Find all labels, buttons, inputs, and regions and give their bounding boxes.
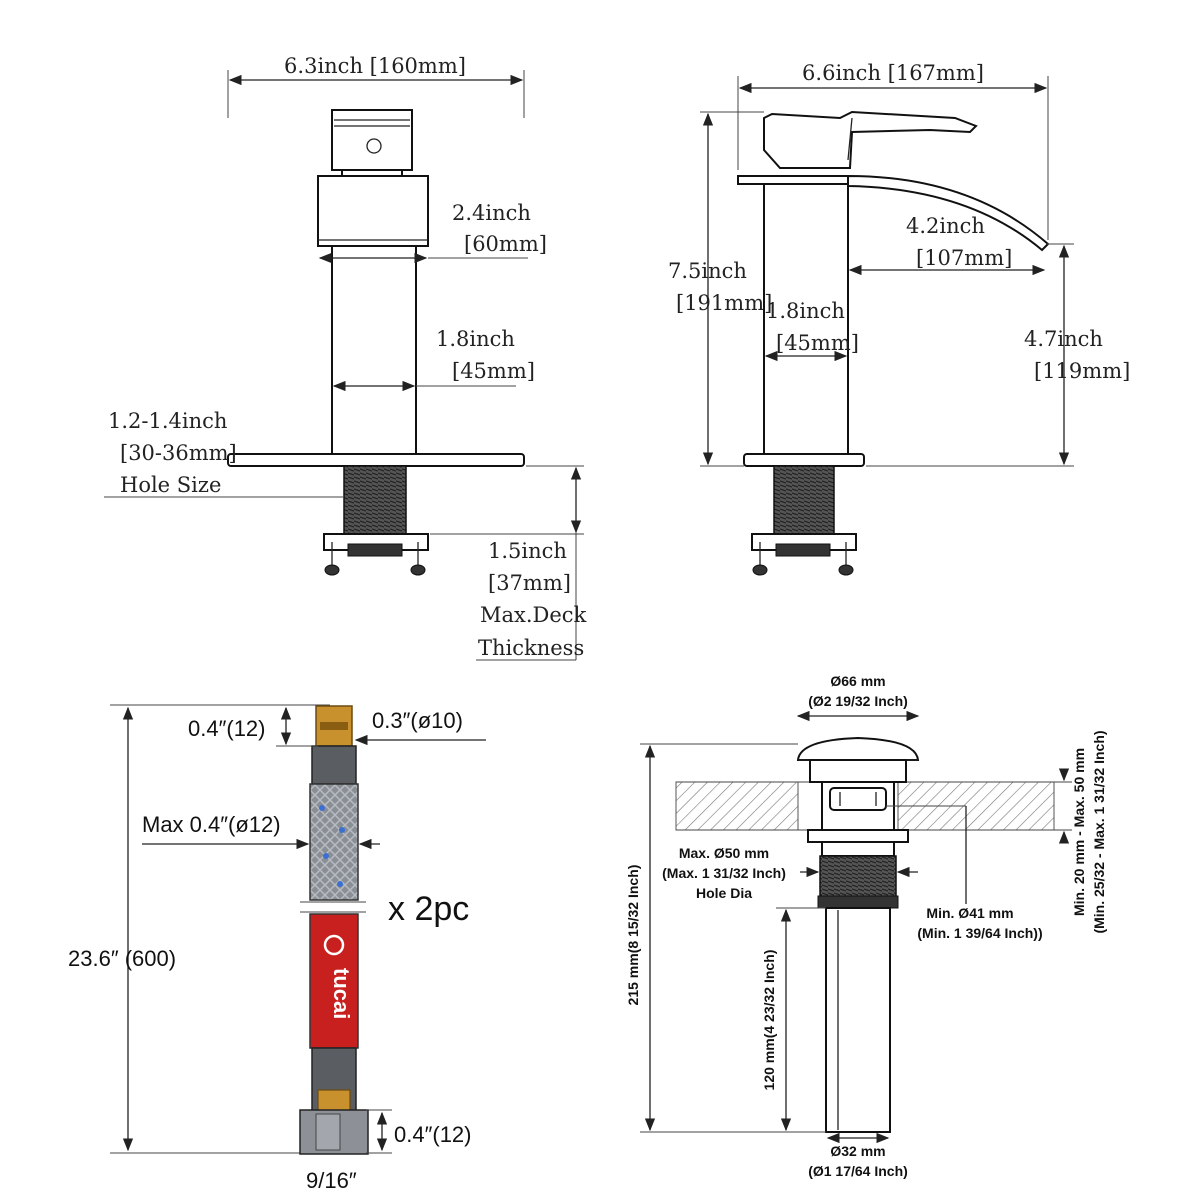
drain-total-length: 215 mm(8 15/32 Inch) <box>625 865 641 1006</box>
front-handle <box>331 109 413 171</box>
side-height-mm: [191mm] <box>676 291 772 315</box>
deck-thickness-mm: [37mm] <box>488 571 571 595</box>
deck-label-2: Thickness <box>478 636 584 660</box>
front-base-plate <box>227 453 525 467</box>
deck-label-1: Max.Deck <box>480 603 587 627</box>
side-lever <box>763 110 978 169</box>
front-neck <box>331 245 417 455</box>
front-width-label: 6.3inch [160mm] <box>284 54 466 78</box>
spout-reach-mm: [107mm] <box>916 246 1012 270</box>
hose-quantity: x 2pc <box>388 890 469 928</box>
drain-min-dia: Min. Ø41 mm <box>926 905 1013 921</box>
side-neck-width-mm: [45mm] <box>776 331 859 355</box>
front-neck-width-mm: [45mm] <box>452 359 535 383</box>
front-body-width-mm: [60mm] <box>464 232 547 256</box>
drain-min-dia-in: (Min. 1 39/64 Inch)) <box>917 925 1042 941</box>
side-spout <box>847 174 1050 252</box>
hose-braid <box>309 783 359 901</box>
hose-top-length: 0.4″(12) <box>188 716 266 741</box>
drain-pipe-length: 120 mm(4 23/32 Inch) <box>761 950 777 1091</box>
deck-thickness: 1.5inch <box>488 539 567 563</box>
drain-hole-label: Hole Dia <box>696 885 752 901</box>
side-neck-width: 1.8inch <box>766 299 845 323</box>
drain-hole-max-in: (Max. 1 31/32 Inch) <box>662 865 786 881</box>
drain-pipe <box>825 907 891 1133</box>
drain-range-in: (Min. 25/32 - Max. 1 31/32 Inch) <box>1091 730 1107 933</box>
drain-thread <box>819 855 897 901</box>
hose-nut-size: 9/16″ <box>306 1168 357 1193</box>
side-view: 6.6inch [167mm] 7.5inch [191mm] 1.8inch … <box>668 61 1130 576</box>
spout-reach: 4.2inch <box>906 214 985 238</box>
front-body <box>317 175 429 247</box>
side-width-label: 6.6inch [167mm] <box>802 61 984 85</box>
drain-range: Min. 20 mm - Max. 50 mm <box>1071 748 1087 916</box>
hose-brand: tucai <box>329 968 354 1019</box>
hose-view: 23.6″ (600) tucai 0.4″(12) 0.3″(ø10) <box>68 704 486 1193</box>
drain-hole-max: Max. Ø50 mm <box>679 845 769 861</box>
spout-height-mm: [119mm] <box>1034 359 1130 383</box>
side-neck <box>763 183 849 455</box>
front-shank <box>343 465 407 535</box>
drain-cap-dia: Ø66 mm <box>830 673 885 689</box>
drain-cap <box>796 736 920 761</box>
hole-size-label: Hole Size <box>120 473 221 497</box>
hose-bottom-length: 0.4″(12) <box>394 1122 472 1147</box>
front-body-width: 2.4inch <box>452 201 531 225</box>
side-height: 7.5inch <box>668 259 747 283</box>
spout-height: 4.7inch <box>1024 327 1103 351</box>
drain-view: Ø66 mm (Ø2 19/32 Inch) Min. 20 mm - Max.… <box>625 673 1107 1179</box>
hole-size: 1.2-1.4inch <box>108 409 227 433</box>
hole-size-mm: [30-36mm] <box>120 441 237 465</box>
drain-cap-dia-in: (Ø2 19/32 Inch) <box>808 693 908 709</box>
drain-pipe-dia-in: (Ø1 17/64 Inch) <box>808 1163 908 1179</box>
hose-total-length: 23.6″ (600) <box>68 946 176 971</box>
front-neck-width: 1.8inch <box>436 327 515 351</box>
hose-max-dia: Max 0.4″(ø12) <box>142 812 281 837</box>
front-view: 6.3inch [160mm] 2.4inch [60mm] 1.8inch [… <box>104 54 587 661</box>
drain-pipe-dia: Ø32 mm <box>830 1143 885 1159</box>
hose-top-dia: 0.3″(ø10) <box>372 708 463 733</box>
